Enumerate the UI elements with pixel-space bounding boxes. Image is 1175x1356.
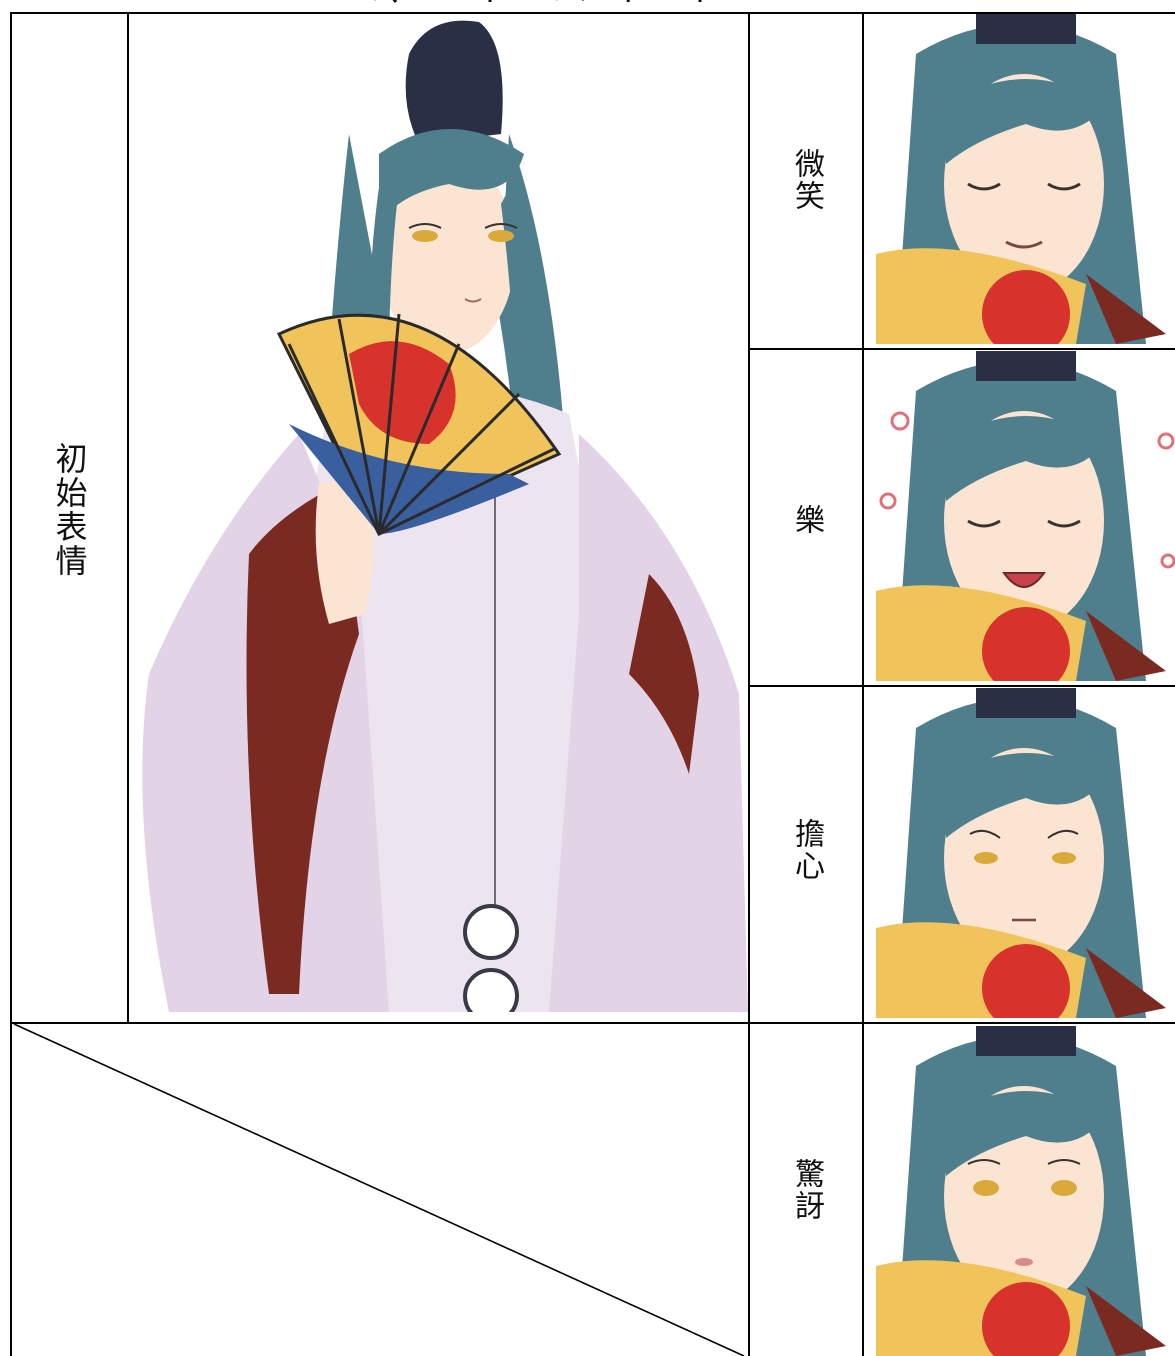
expression-label-smile: 微笑 — [789, 148, 824, 212]
main-image-right-border — [748, 12, 750, 1356]
expression-image-worried — [876, 688, 1175, 1018]
main-expression-label: 初始表情 — [50, 442, 89, 578]
expression-label-happy: 樂 — [789, 504, 824, 536]
row-divider-2 — [748, 685, 1175, 687]
expression-label-divider — [862, 12, 864, 1356]
label-column-divider — [127, 12, 129, 1024]
expression-image-happy — [876, 351, 1175, 681]
table-top-border — [10, 12, 1175, 14]
row-divider-1 — [748, 348, 1175, 350]
empty-cell-diagonal — [13, 1023, 745, 1356]
row-divider-3 — [10, 1022, 1175, 1024]
expression-label-worried: 擔心 — [789, 818, 824, 882]
main-character-illustration — [129, 14, 748, 1012]
cropped-header-text — [374, 0, 702, 3]
expression-label-surprised: 驚訝 — [789, 1158, 824, 1222]
expression-image-smile — [876, 14, 1175, 344]
expression-image-surprised — [876, 1026, 1175, 1356]
table-left-border — [10, 12, 12, 1356]
